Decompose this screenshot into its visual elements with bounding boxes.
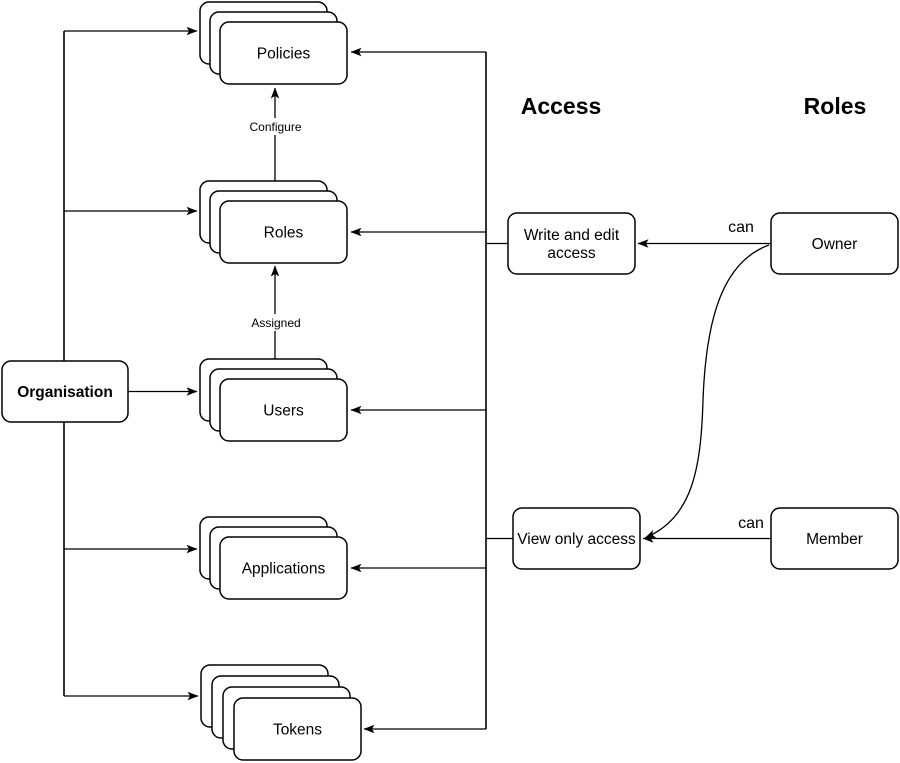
roles-stack-front xyxy=(219,200,348,264)
owner-node: Owner xyxy=(770,212,899,275)
assigned-label-bg xyxy=(250,314,303,331)
owner-box xyxy=(770,212,899,275)
edges-layer xyxy=(63,26,771,734)
owner-label: Owner xyxy=(812,236,858,253)
assigned-edge-label: Assigned xyxy=(250,314,303,331)
member-node: Member xyxy=(770,507,899,570)
users-label: Users xyxy=(263,403,304,420)
roles-stack: Roles xyxy=(199,180,348,264)
roles-column-header: Roles xyxy=(804,93,867,119)
organisation-node: Organisation xyxy=(1,360,129,423)
owner-can-label: can xyxy=(728,219,754,236)
configure-edge-label: Configure xyxy=(247,118,304,135)
applications-stack: Applications xyxy=(199,516,348,600)
view-only-access-box xyxy=(512,507,641,570)
view-only-access-node: View only access xyxy=(512,507,641,570)
view-only-access-label: View only access xyxy=(517,531,636,548)
write-edit-access-label-line1: Write and edit xyxy=(524,227,620,244)
member-can-label: can xyxy=(738,515,764,532)
policies-stack-front xyxy=(219,21,348,85)
users-stack: Users xyxy=(199,358,348,442)
write-edit-access-node: Write and edit access xyxy=(507,212,636,275)
assigned-label: Assigned xyxy=(251,316,300,330)
organisation-box xyxy=(1,360,129,423)
organisation-label: Organisation xyxy=(17,384,113,401)
policies-stack: Policies xyxy=(199,1,348,85)
write-edit-access-box xyxy=(507,212,636,275)
users-stack-front xyxy=(219,378,348,442)
member-box xyxy=(770,507,899,570)
edge-owner-to-view-only-curve xyxy=(644,244,770,539)
configure-label-bg xyxy=(247,118,304,135)
tokens-label: Tokens xyxy=(273,722,322,739)
tokens-stack: Tokens xyxy=(200,664,362,761)
member-label: Member xyxy=(806,531,863,548)
policies-label: Policies xyxy=(257,46,311,63)
access-column-header: Access xyxy=(521,93,602,119)
tokens-stack-front xyxy=(233,697,362,761)
roles-label: Roles xyxy=(264,225,304,242)
applications-label: Applications xyxy=(242,561,326,578)
configure-label: Configure xyxy=(249,120,301,134)
write-edit-access-label-line2: access xyxy=(547,245,595,262)
applications-stack-front xyxy=(219,536,348,600)
